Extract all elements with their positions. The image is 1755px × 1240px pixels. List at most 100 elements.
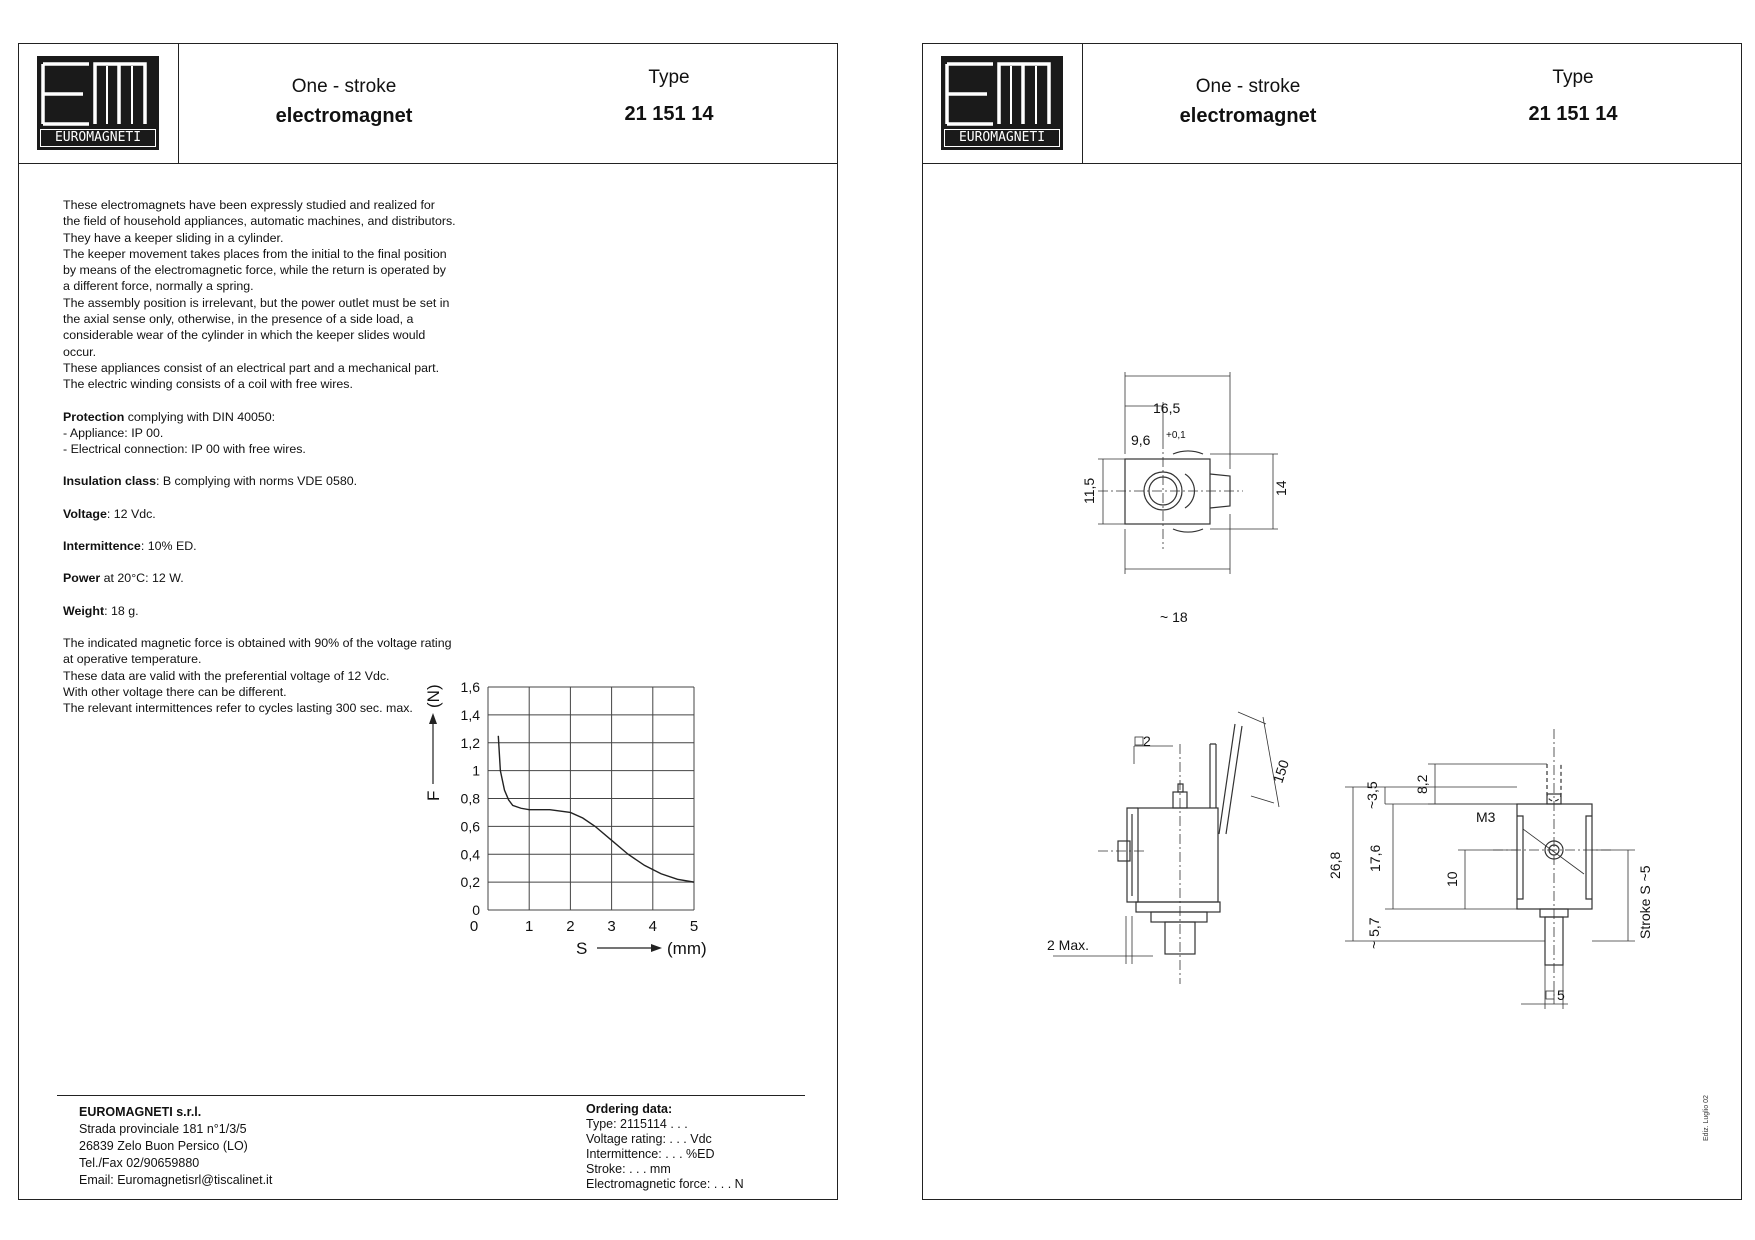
company-address: EUROMAGNETI s.r.l. Strada provinciale 18… [79,1104,272,1189]
dim-label: 10 [1444,871,1460,887]
ordering-data: Ordering data: Type: 2115114 . . . Volta… [586,1102,744,1192]
title-line-2: electromagnet [275,105,413,127]
text-line: They have a keeper sliding in a cylinder… [63,230,284,245]
x-tick-label: 2 [566,918,574,935]
ordering-line: Type: 2115114 . . . [586,1117,688,1131]
text-line: by means of the electromagnetic force, w… [63,263,446,278]
dim-label: 14 [1273,480,1289,496]
address-line: 26839 Zelo Buon Persico (LO) [79,1139,248,1153]
y-tick-label: 0,6 [461,818,481,834]
protection-spec: Protection complying with DIN 40050: [63,409,276,424]
text-line: at operative temperature. [63,652,202,667]
y-tick-label: 0 [472,902,480,918]
text-line: considerable wear of the cylinder in whi… [63,328,426,343]
dim-label: 2 Max. [1047,937,1089,953]
text-line: occur. [63,344,97,359]
description-block: These electromagnets have been expressly… [63,197,513,716]
euromagneti-logo: EUROMAGNETI [37,56,159,150]
edition-note: Ediz. Luglio 02 [1703,1095,1710,1141]
description-paragraph: These electromagnets have been expressly… [63,197,513,393]
address-line: Strada provinciale 181 n°1/3/5 [79,1122,247,1136]
type-value: 21 151 14 [1528,103,1618,125]
technical-drawing: 16,5 9,6 +0,1 11,5 14 ~ 18 2 150 2 Max. … [1047,372,1653,1009]
type-label: Type [1552,67,1594,88]
text-line: These appliances consist of an electrica… [63,360,440,375]
dim-label: 2 [1143,733,1151,749]
type-value: 21 151 14 [624,103,714,125]
logo-cell: EUROMAGNETI [19,44,179,163]
text-line: the field of household appliances, autom… [63,214,456,229]
insulation-spec: Insulation class: B complying with norms… [63,474,358,489]
text-line: The indicated magnetic force is obtained… [63,635,452,650]
datasheet-page-left: EUROMAGNETI One - stroke electromagnet T… [18,43,838,1200]
text-line: The keeper movement takes places from th… [63,246,447,261]
intermittence-spec: Intermittence: 10% ED. [63,539,197,554]
text-line: With other voltage there can be differen… [63,684,287,699]
title-line-2: electromagnet [1179,105,1317,127]
ordering-line: Intermittence: . . . %ED [586,1147,715,1161]
voltage-spec: Voltage: 12 Vdc. [63,506,156,521]
text-line: These electromagnets have been expressly… [63,198,435,212]
x-tick-label: 3 [607,918,615,935]
page-header: EUROMAGNETI One - stroke electromagnet T… [923,44,1741,164]
text-line: These data are valid with the preferenti… [63,668,390,683]
company-name: EUROMAGNETI s.r.l. [79,1105,202,1119]
dim-label: 26,8 [1327,852,1343,879]
title-line-1: One - stroke [291,76,397,97]
x-axis-label: S [576,939,587,958]
text-line: The electric winding consists of a coil … [63,377,353,392]
ordering-line: Voltage rating: . . . Vdc [586,1132,712,1146]
type-label: Type [648,67,690,88]
dim-label: 5 [1557,987,1565,1003]
footer-divider [57,1095,805,1096]
protection-item: - Appliance: IP 00. [63,425,164,440]
y-tick-label: 0,2 [461,874,481,890]
dim-label: Stroke S ~5 [1637,865,1653,939]
power-spec: Power at 20°C: 12 W. [63,571,184,586]
ordering-line: Stroke: . . . mm [586,1162,671,1176]
logo-wordmark: EUROMAGNETI [40,129,156,147]
x-axis-arrowhead [651,944,662,952]
dim-tolerance: +0,1 [1166,430,1186,441]
text-line: The relevant intermittences refer to cyc… [63,701,413,716]
x-axis-unit: (mm) [667,939,707,958]
text-line: The assembly position is irrelevant, but… [63,295,450,310]
datasheet-page-right: EUROMAGNETI One - stroke electromagnet T… [922,43,1742,1200]
dim-label: 16,5 [1153,400,1180,416]
protection-item: - Electrical connection: IP 00 with free… [63,442,306,457]
force-curve [497,735,695,883]
page-header: EUROMAGNETI One - stroke electromagnet T… [19,44,837,164]
euromagneti-logo: EUROMAGNETI [941,56,1063,150]
title-line-1: One - stroke [1195,76,1301,97]
top-view [1098,372,1278,574]
text-line: the axial sense only, otherwise, in the … [63,312,414,327]
y-tick-label: 1,2 [461,735,481,751]
email-line: Email: Euromagnetisrl@tiscalinet.it [79,1173,273,1187]
ordering-title: Ordering data: [586,1102,673,1116]
ordering-line: Electromagnetic force: . . . N [586,1177,744,1191]
y-tick-label: 1 [472,763,480,779]
phone-line: Tel./Fax 02/90659880 [79,1156,200,1170]
dim-label: 17,6 [1367,845,1383,872]
x-tick-label: 0 [470,918,478,935]
y-tick-label: 0,4 [461,846,481,862]
x-tick-label: 5 [690,918,698,935]
logo-cell: EUROMAGNETI [923,44,1083,163]
weight-spec: Weight: 18 g. [63,603,139,618]
dim-label: M3 [1476,809,1496,825]
dim-label: ~3,5 [1364,781,1380,809]
text-line: a different force, normally a spring. [63,279,254,294]
y-axis-label: F [424,791,443,801]
dim-label: 9,6 [1131,432,1151,448]
x-tick-label: 1 [525,918,533,935]
dim-label: 150 [1270,758,1293,785]
dim-label: ~ 5,7 [1366,917,1382,949]
dim-label: ~ 18 [1160,609,1188,625]
side-view [1053,711,1280,984]
logo-wordmark: EUROMAGNETI [944,129,1060,147]
front-view [1345,729,1635,1009]
notes-paragraph: The indicated magnetic force is obtained… [63,635,513,716]
dim-label: 8,2 [1414,774,1430,794]
x-tick-label: 4 [649,918,657,935]
dim-label: 11,5 [1081,478,1097,504]
